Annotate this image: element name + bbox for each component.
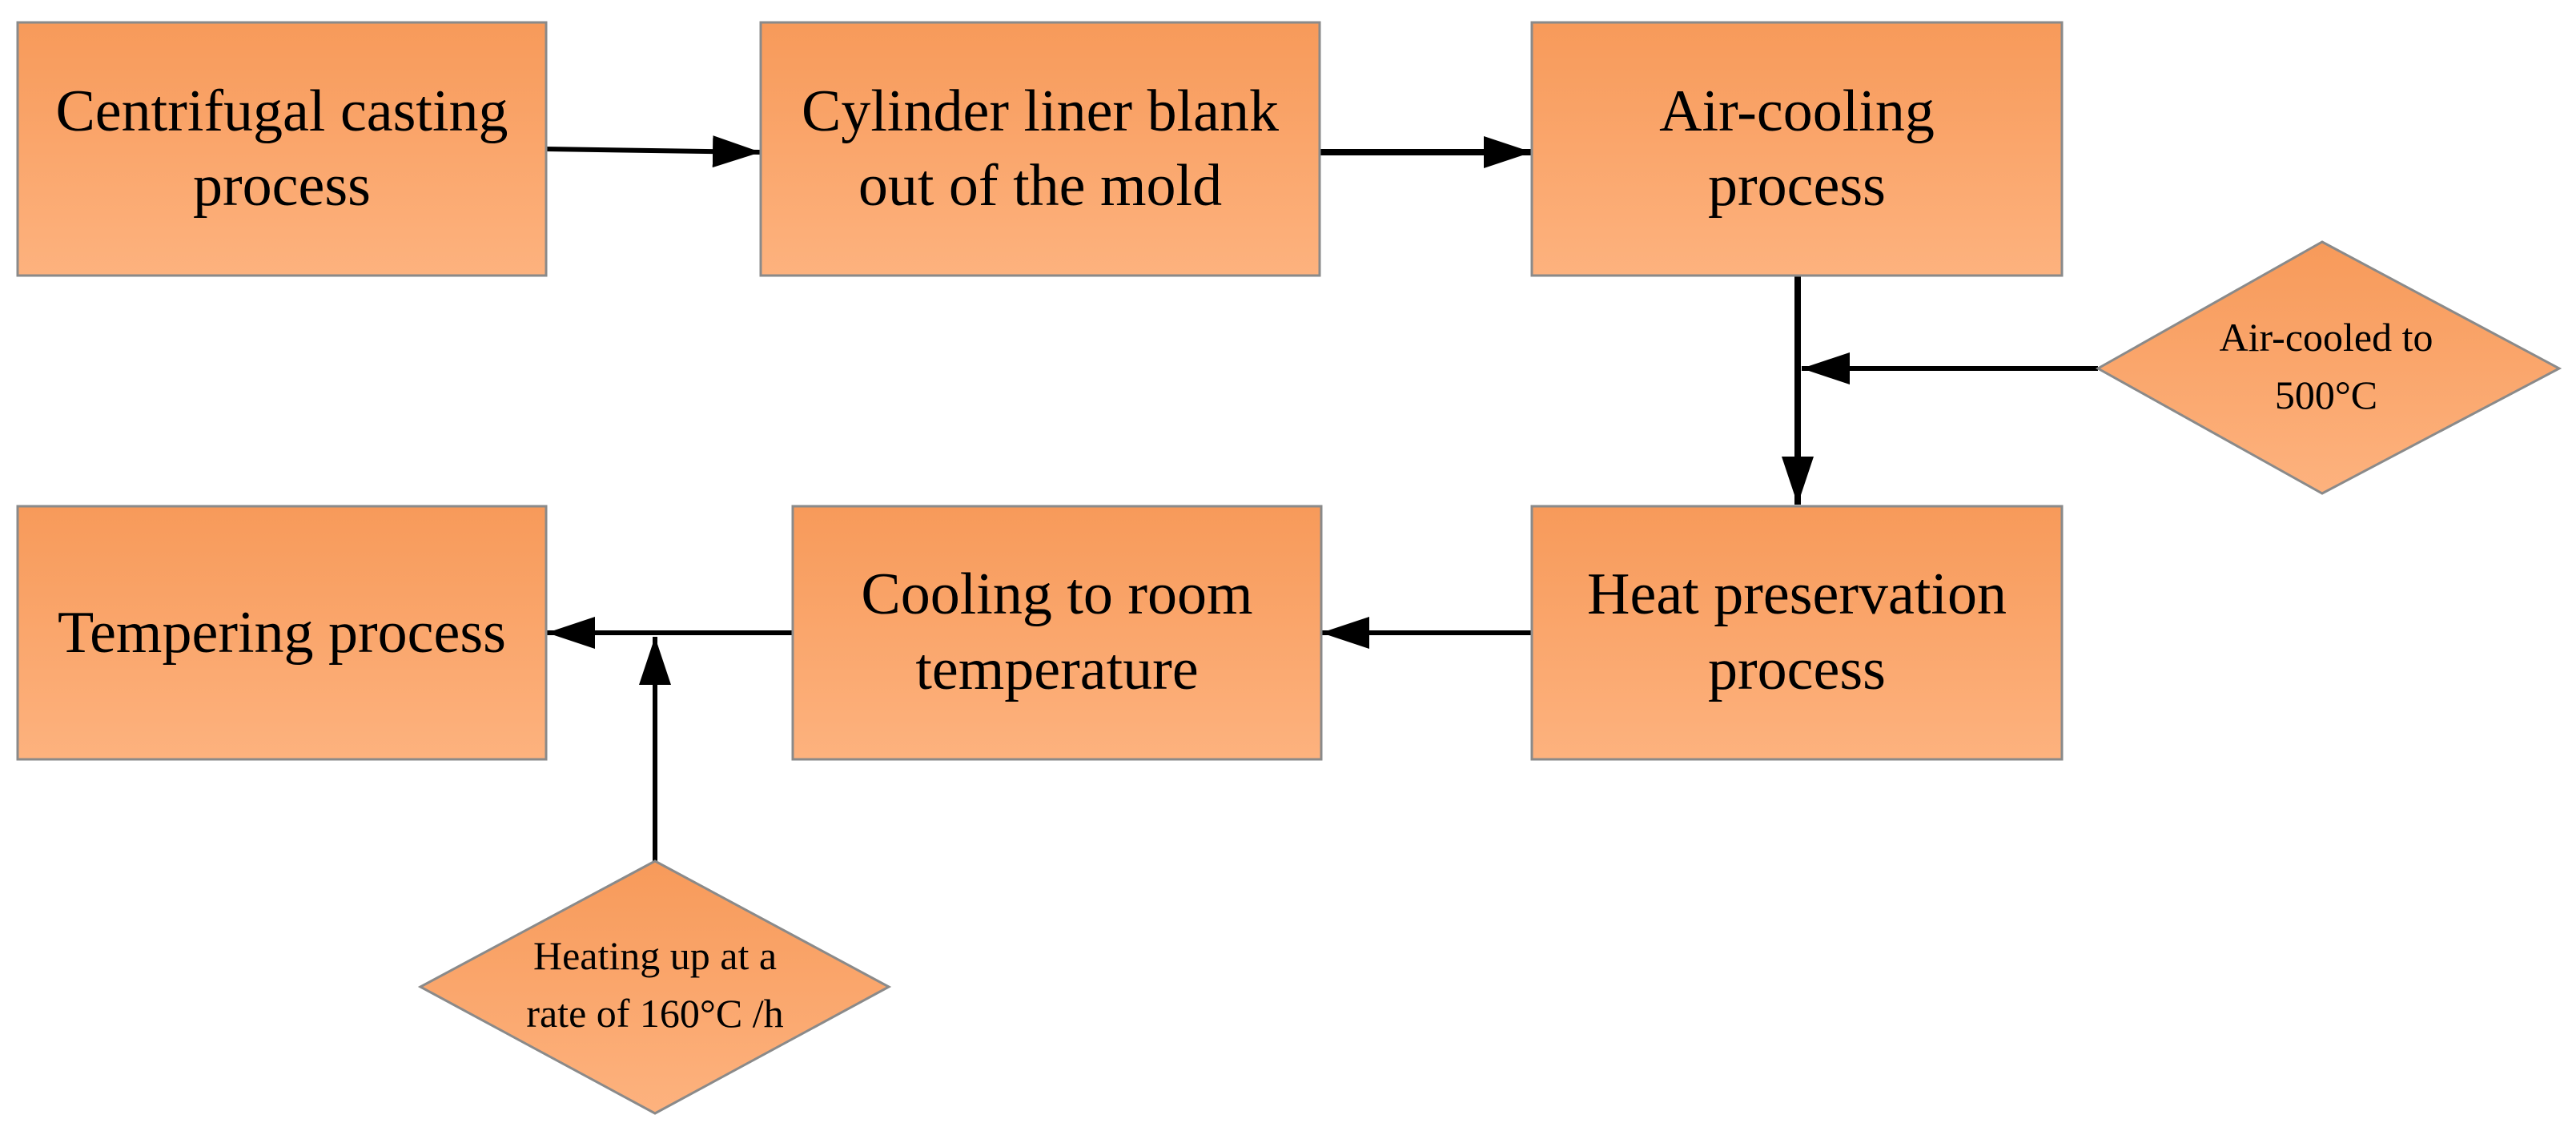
box-label: process	[1708, 153, 1886, 219]
box-centrifugal-casting: Centrifugal casting process	[16, 21, 548, 277]
box-label: temperature	[915, 637, 1198, 702]
box-label: Centrifugal casting	[55, 78, 508, 144]
diamond-air-cooled-to-500c: Air-cooled to 500°C	[2095, 240, 2562, 495]
box-tempering: Tempering process	[16, 505, 548, 761]
box-label: Heat preservation	[1587, 561, 2007, 627]
box-cylinder-liner-blank: Cylinder liner blank out of the mold	[759, 21, 1321, 277]
box-label: process	[193, 153, 371, 219]
diamond-label: 500°C	[2275, 372, 2377, 417]
box-label: out of the mold	[858, 153, 1222, 219]
box-label: Cylinder liner blank	[802, 78, 1279, 144]
diamond-label: Heating up at a	[533, 933, 777, 978]
connectors	[545, 135, 2098, 861]
diamond-heating-rate: Heating up at a rate of 160°C /h	[417, 859, 892, 1115]
box-heat-preservation: Heat preservation process	[1530, 505, 2064, 761]
box-label: process	[1708, 637, 1886, 702]
box-label: Cooling to room	[861, 561, 1252, 627]
diamond-label: Air-cooled to	[2220, 315, 2433, 360]
box-air-cooling: Air-cooling process	[1530, 21, 2064, 277]
diamond-label: rate of 160°C /h	[526, 991, 783, 1036]
arrow-centrifugal-to-blank	[545, 135, 762, 168]
box-label: Air-cooling	[1659, 78, 1935, 144]
box-label: Tempering process	[58, 600, 506, 666]
box-cooling-to-room-temperature: Cooling to room temperature	[791, 505, 1323, 761]
